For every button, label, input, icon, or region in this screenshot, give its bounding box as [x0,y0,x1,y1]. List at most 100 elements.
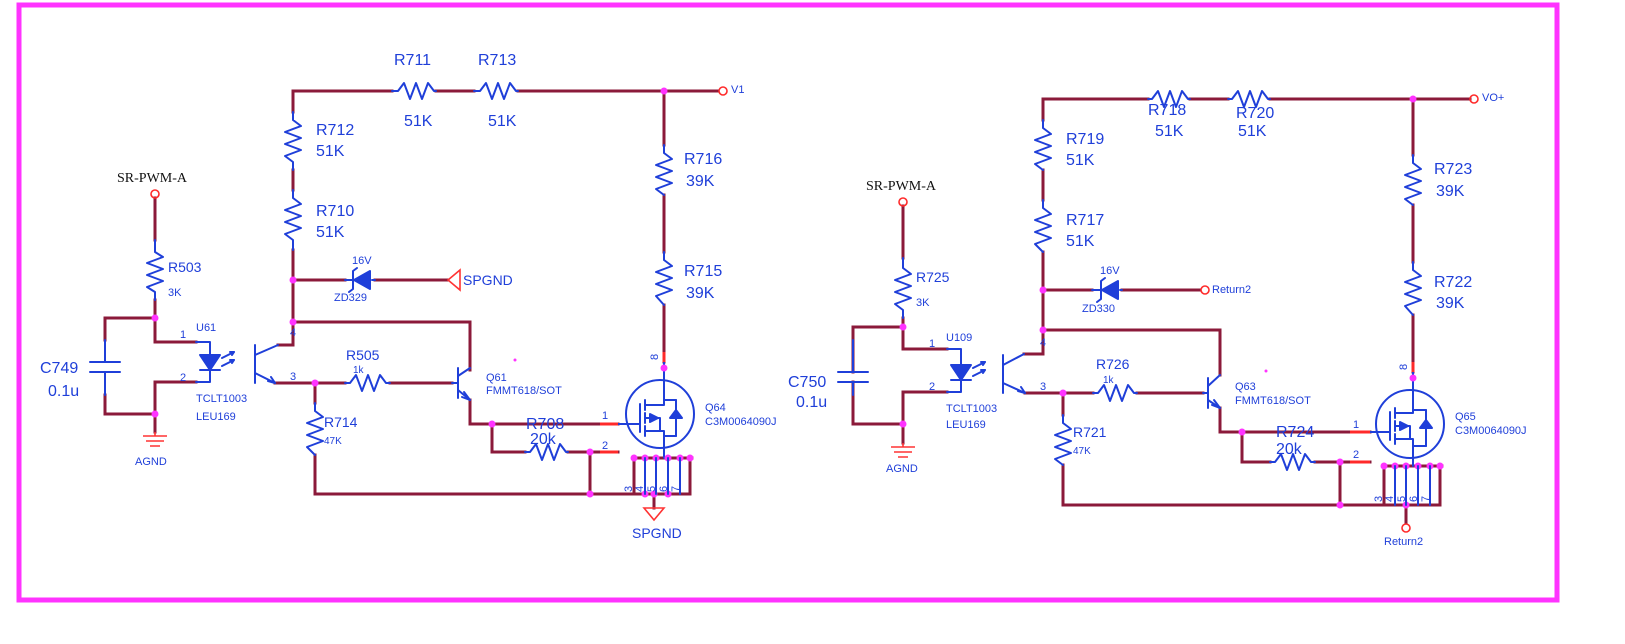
r713-ref: R713 [478,52,516,69]
r720-resistor [1227,90,1271,108]
q61-transistor [451,367,471,401]
r721-value: 47K [1073,446,1091,457]
sr-pwm-a-label-right: SR-PWM-A [866,179,937,194]
q64-ref: Q64 [705,402,726,414]
vo-label: VO+ [1482,92,1504,104]
r722-ref: R722 [1434,274,1472,291]
r503-ref: R503 [168,259,202,275]
q65-pin6: 6 [1408,496,1420,502]
r711-value: 51K [404,113,433,130]
zd330-zener [1091,277,1123,303]
r505-resistor [344,374,391,392]
v1-label: V1 [731,84,744,96]
r726-ref: R726 [1096,356,1130,372]
r724-value: 20k [1276,441,1303,458]
q65-pin4: 4 [1384,496,1396,502]
q63-ref: Q63 [1235,381,1256,393]
q65-pin2: 2 [1353,449,1359,461]
q61-ref: Q61 [486,372,507,384]
q64-pin1: 1 [602,410,608,422]
r719-ref: R719 [1066,131,1104,148]
q61-part: FMMT618/SOT [486,385,562,397]
q64-pin4: 4 [634,486,646,492]
q65-ref: Q65 [1455,411,1476,423]
u109-pin3: 3 [1040,381,1046,393]
r715-value: 39K [686,285,715,302]
r503-resistor [146,239,164,301]
q65-source-pins [1394,465,1431,506]
return2-connector-1 [1200,285,1210,295]
u61-optocoupler [195,341,279,384]
q64-part: C3M0064090J [705,416,777,428]
zd329-zener [344,267,376,293]
q64-source-pins [644,457,681,495]
r722-value: 39K [1436,295,1465,312]
r718-value: 51K [1155,123,1184,140]
left-circuit: SR-PWM-A R503 3K C749 0.1u AGND U61 1 2 … [40,52,777,541]
right-wires [851,97,1472,525]
u109-pin4: 4 [1040,337,1046,349]
r708-ref: R708 [526,416,564,433]
right-junctions [899,95,1444,509]
q64-pin2: 2 [602,440,608,452]
q65-mosfet [1369,371,1445,467]
r708-resistor [524,443,569,461]
u61-pin2: 2 [180,372,186,384]
right-circuit: SR-PWM-A R725 3K C750 0.1u AGND U109 1 2… [788,90,1527,548]
return2-connector-2 [1401,523,1411,533]
r710-ref: R710 [316,203,354,220]
q64-pin5: 5 [646,486,658,492]
u109-pin2: 2 [929,381,935,393]
q65-pin1: 1 [1353,419,1359,431]
c750-capacitor [837,339,869,396]
r725-value: 3K [916,297,930,309]
q64-pin7: 7 [670,486,682,492]
zd329-ref: ZD329 [334,292,367,304]
u109-part2: LEU169 [946,419,986,431]
r713-value: 51K [488,113,517,130]
r720-ref: R720 [1236,105,1274,122]
r712-value: 51K [316,143,345,160]
c749-value: 0.1u [48,383,79,400]
r717-ref: R717 [1066,212,1104,229]
r723-value: 39K [1436,183,1465,200]
q65-pin5: 5 [1396,496,1408,502]
r719-resistor [1034,119,1052,171]
r505-ref: R505 [346,347,380,363]
r718-ref: R718 [1148,102,1186,119]
r723-resistor [1404,154,1422,206]
q64-pin3: 3 [623,486,635,492]
c750-ref: C750 [788,374,826,391]
spgnd-label-2: SPGND [632,525,682,541]
r711-resistor [391,82,437,100]
r708-value: 20k [530,431,557,448]
u61-ref: U61 [196,322,216,334]
r714-ref: R714 [324,414,358,430]
u109-pin1: 1 [929,338,935,350]
sr-pwm-a-label-left: SR-PWM-A [117,171,188,186]
c750-value: 0.1u [796,394,827,411]
r721-resistor [1054,414,1072,466]
r724-resistor [1269,453,1316,471]
r726-resistor [1092,384,1138,402]
u61-pin4: 4 [290,327,296,339]
u61-pin3: 3 [290,371,296,383]
r715-ref: R715 [684,263,722,280]
r710-resistor [284,189,302,251]
r712-ref: R712 [316,122,354,139]
u61-part: TCLT1003 [196,393,247,405]
r711-ref: R711 [394,52,431,69]
r712-resistor [284,111,302,171]
r724-ref: R724 [1276,424,1314,441]
r719-value: 51K [1066,152,1095,169]
r723-ref: R723 [1434,161,1472,178]
vo-connector [1469,94,1479,104]
r714-value: 47K [324,436,342,447]
r505-value: 1k [353,365,365,376]
sr-pwm-a-pin-right [898,197,908,207]
r710-value: 51K [316,224,345,241]
agnd-symbol-left [143,432,167,447]
r722-resistor [1404,261,1422,316]
q64-mosfet [617,361,695,459]
